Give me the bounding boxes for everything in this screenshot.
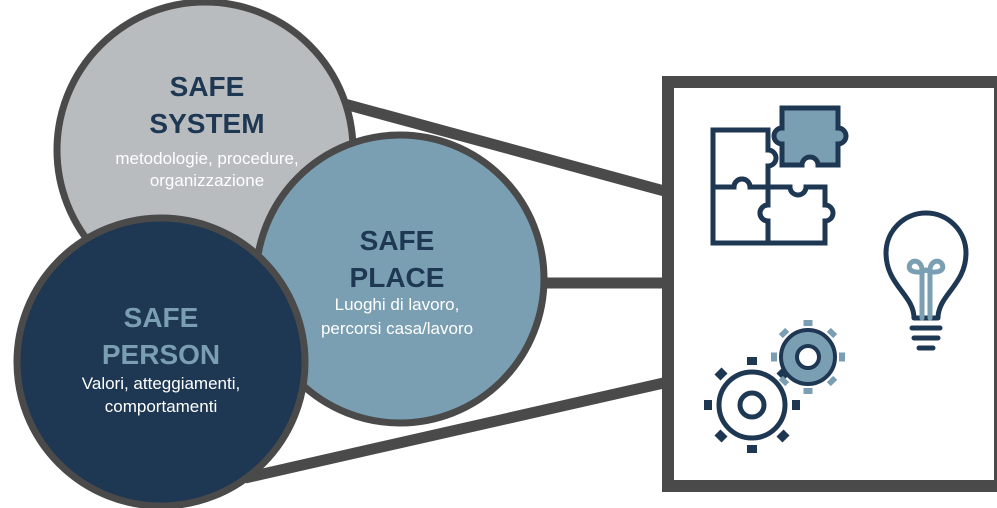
safe-system-title-line2: SYSTEM: [149, 108, 264, 139]
puzzle-icon: [710, 105, 849, 246]
safe-place-title-line2: PLACE: [350, 262, 445, 293]
safe-person-desc-line1: Valori, atteggiamenti,: [82, 374, 240, 393]
safe-system-desc-line2: organizzazione: [150, 171, 264, 190]
connector-line-top: [328, 94, 670, 198]
safe-person-desc-line2: comportamenti: [105, 397, 217, 416]
safe-person-disc: [13, 214, 309, 508]
safe-place-desc-line2: percorsi casa/lavoro: [321, 319, 473, 338]
safe-place-title-line1: SAFE: [360, 225, 435, 256]
safe-system-desc-line1: metodologie, procedure,: [115, 149, 298, 168]
safe-person-title-line1: SAFE: [124, 302, 199, 333]
safe-person-title-line2: PERSON: [102, 339, 220, 370]
connector-lines: [243, 94, 670, 484]
safe-place-circle: SAFE PLACE Luoghi di lavoro, percorsi ca…: [252, 131, 548, 427]
lightbulb-icon: [883, 210, 969, 351]
gears-icon: [704, 320, 845, 453]
safe-system-title-line1: SAFE: [170, 71, 245, 102]
safe-place-desc-line1: Luoghi di lavoro,: [335, 295, 460, 314]
connector-line-bottom: [243, 376, 670, 484]
safe-person-circle: SAFE PERSON Valori, atteggiamenti, compo…: [13, 214, 309, 508]
